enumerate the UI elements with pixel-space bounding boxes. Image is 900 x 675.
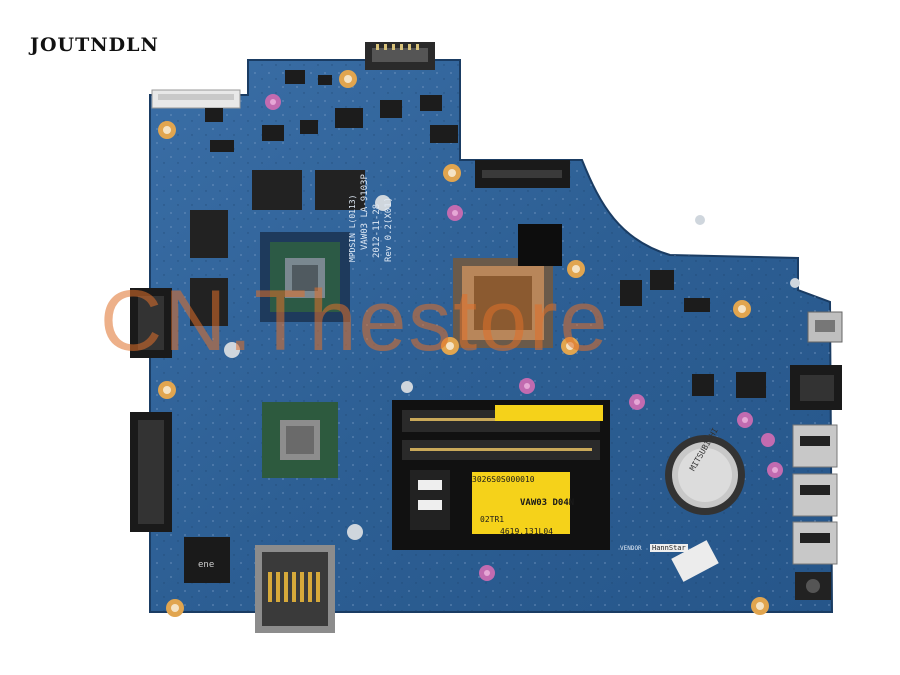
sticker-line-2: VAW03 D04N xyxy=(520,498,575,508)
brand-text: JOUTNDLN xyxy=(30,34,159,56)
vendor-label: VENDOR xyxy=(620,545,642,552)
cmos-battery xyxy=(665,435,745,515)
capacitors xyxy=(265,94,783,581)
io-ports xyxy=(790,311,843,600)
sata-connectors xyxy=(130,288,172,532)
chip-label: ene xyxy=(198,560,215,570)
sticker-main xyxy=(472,472,570,534)
silk-line-4: MPDSIN L(0113) xyxy=(348,194,357,262)
ene-chip xyxy=(184,537,230,583)
cpu-socket xyxy=(453,258,553,348)
southbridge-chip xyxy=(262,402,338,478)
gpu-chip xyxy=(260,232,350,322)
black-chip xyxy=(518,224,562,266)
vram-chips xyxy=(190,170,365,326)
power-connector xyxy=(365,42,435,70)
silk-line-2: 2012-11-28 xyxy=(372,203,382,258)
sticker-line-1: 3026S0S000010 xyxy=(472,475,535,484)
watermark: CN.Thestore xyxy=(100,273,610,369)
silk-line-1: VAW03 LA-9103P xyxy=(360,174,370,250)
sd-card-slot xyxy=(255,545,335,633)
sticker-line-3: 02TR1 xyxy=(480,515,505,524)
silk-line-3: Rev 0.2(X01) xyxy=(384,196,394,262)
sticker-line-4: 4619.131L04 xyxy=(500,527,553,536)
serial-sticker xyxy=(671,540,719,582)
mount-holes xyxy=(158,70,769,617)
vendor-name: HannStar xyxy=(650,544,688,552)
sticker-top xyxy=(495,405,603,421)
